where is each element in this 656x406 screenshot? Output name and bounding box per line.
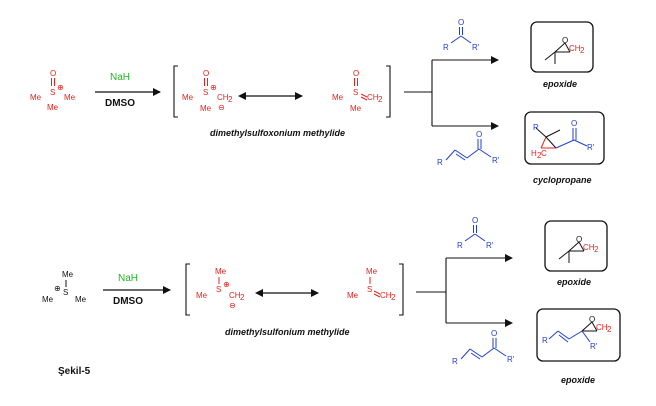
svg-text:CH: CH [217,93,229,102]
solvent-label: DMSO [105,98,135,109]
svg-text:R': R' [492,156,500,165]
product-label: epoxide [557,277,591,287]
svg-text:Me: Me [75,295,87,304]
svg-text:R: R [437,158,443,167]
left-bracket [185,263,190,316]
svg-text:CH: CH [569,44,581,53]
svg-text:2: 2 [594,245,599,254]
svg-text:S: S [353,88,358,97]
svg-text:O: O [353,69,359,78]
sulfur-atom: S [63,288,68,297]
svg-text:O: O [562,36,568,45]
svg-text:2: 2 [391,293,396,302]
base-reagent-label: NaH [118,273,138,284]
svg-text:R: R [452,357,458,366]
right-bracket [399,263,404,316]
svg-text:Me: Me [62,270,74,279]
figure-caption: Şekil-5 [58,366,91,377]
top-scheme: O S ⊕ Me Me Me NaH DMSO O S ⊕ Me Me CH 2… [30,18,605,185]
cyclopropane-product: O R' R H 2 C [524,111,605,165]
svg-text:2: 2 [580,46,585,55]
svg-text:O: O [571,119,577,128]
positive-charge-icon: ⊕ [210,83,217,92]
ketone-substrate: O R R' [457,216,494,250]
positive-charge-icon: ⊕ [54,284,61,293]
svg-text:O: O [203,69,209,78]
sulfur-atom: S [50,88,55,97]
left-bracket [173,65,178,118]
epoxide-product: O CH 2 [530,21,594,73]
methyl-group: Me [47,103,59,112]
svg-text:R: R [457,241,463,250]
svg-text:O: O [576,235,582,244]
svg-text:CH: CH [367,93,379,102]
svg-text:O: O [589,315,595,324]
svg-text:R': R' [472,43,480,52]
svg-text:Me: Me [350,104,362,113]
negative-charge-icon: ⊖ [218,103,225,112]
enone-substrate: O R R' [452,329,515,366]
sulfoxonium-ylide-neutral: O S Me Me CH 2 [332,69,383,113]
svg-text:C: C [541,149,547,158]
sulfoxonium-ylide-charged: O S ⊕ Me Me CH 2 ⊖ [182,69,233,113]
svg-text:Me: Me [42,295,54,304]
svg-text:R': R' [486,241,494,250]
svg-text:Me: Me [200,104,212,113]
svg-text:Me: Me [182,93,194,102]
svg-text:CH: CH [596,323,608,332]
svg-text:CH: CH [229,291,241,300]
svg-text:R: R [443,43,449,52]
svg-text:R': R' [587,143,595,152]
svg-text:R: R [542,336,548,345]
svg-text:R: R [533,123,539,132]
svg-text:H: H [531,149,537,158]
svg-text:O: O [458,18,464,27]
sulfonium-ylide-charged: Me S ⊕ Me CH 2 ⊖ [196,267,245,310]
trimethylsulfoxonium-structure: O S ⊕ Me Me Me [30,69,76,112]
product-label: epoxide [561,375,595,385]
vinyl-epoxide-product: R O CH 2 R' [536,308,621,362]
bottom-scheme: Me S ⊕ Me Me NaH DMSO Me S ⊕ Me CH 2 ⊖ M… [42,216,621,385]
svg-text:2: 2 [240,293,245,302]
svg-text:R': R' [507,355,515,364]
ylide-name-label: dimethylsulfoxonium methylide [210,128,345,138]
svg-text:2: 2 [228,95,233,104]
enone-substrate: O R R' [437,130,500,167]
svg-text:S: S [203,88,208,97]
right-bracket [386,65,391,118]
svg-text:O: O [476,130,482,139]
oxygen-atom: O [50,69,56,78]
epoxide-product: O CH 2 [544,220,608,272]
svg-text:Me: Me [332,93,344,102]
svg-text:Me: Me [215,267,227,276]
positive-charge-icon: ⊕ [223,280,230,289]
methyl-group: Me [30,93,42,102]
svg-text:2: 2 [537,151,542,160]
methyl-group: Me [64,93,76,102]
svg-text:Me: Me [347,291,359,300]
svg-text:R': R' [590,342,598,351]
svg-text:S: S [367,285,372,294]
svg-text:Me: Me [366,267,378,276]
product-label: cyclopropane [533,175,592,185]
solvent-label: DMSO [113,296,143,307]
sulfonium-ylide-neutral: Me S Me CH 2 [347,267,396,302]
svg-text:S: S [216,285,221,294]
product-label: epoxide [543,79,577,89]
ketone-substrate: O R R' [443,18,480,52]
trimethylsulfonium-structure: Me S ⊕ Me Me [42,270,87,304]
svg-text:CH: CH [583,243,595,252]
ylide-name-label: dimethylsulfonium methylide [225,327,350,337]
svg-text:2: 2 [607,325,612,334]
svg-text:O: O [472,216,478,225]
svg-text:Me: Me [196,291,208,300]
svg-text:CH: CH [380,291,392,300]
svg-text:O: O [491,329,497,338]
base-reagent-label: NaH [110,72,130,83]
positive-charge-icon: ⊕ [57,83,64,92]
negative-charge-icon: ⊖ [229,301,236,310]
svg-text:2: 2 [378,95,383,104]
